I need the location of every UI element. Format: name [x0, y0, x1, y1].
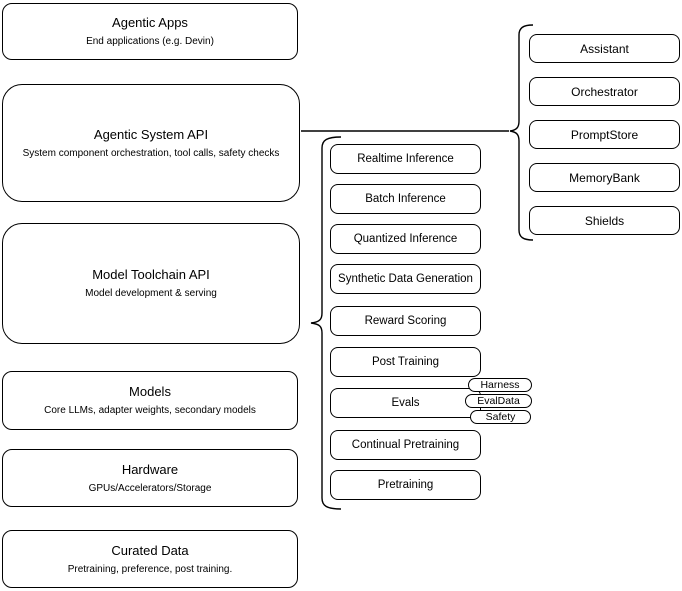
- node-promptstore: PromptStore: [529, 120, 680, 149]
- node-models: Models Core LLMs, adapter weights, secon…: [2, 371, 298, 430]
- node-label: Pretraining: [377, 479, 434, 491]
- node-title: Hardware: [121, 461, 179, 477]
- node-pretraining: Pretraining: [330, 470, 481, 500]
- node-curated-data: Curated Data Pretraining, preference, po…: [2, 530, 298, 588]
- node-agentic-apps: Agentic Apps End applications (e.g. Devi…: [2, 3, 298, 60]
- node-label: Quantized Inference: [353, 233, 458, 245]
- tag-evaldata: EvalData: [465, 394, 532, 408]
- node-model-toolchain-api: Model Toolchain API Model development & …: [2, 223, 300, 344]
- node-reward-scoring: Reward Scoring: [330, 306, 481, 336]
- tag-label: Safety: [485, 410, 516, 423]
- node-orchestrator: Orchestrator: [529, 77, 680, 106]
- node-subtitle: End applications (e.g. Devin): [86, 36, 214, 47]
- node-assistant: Assistant: [529, 34, 680, 63]
- node-memorybank: MemoryBank: [529, 163, 680, 192]
- tag-harness: Harness: [468, 378, 532, 392]
- node-label: Continual Pretraining: [351, 439, 460, 451]
- node-label: Reward Scoring: [364, 315, 447, 327]
- node-label: PromptStore: [570, 127, 639, 142]
- node-label: Realtime Inference: [357, 153, 454, 165]
- node-label: Shields: [584, 213, 625, 228]
- tag-safety: Safety: [470, 410, 531, 424]
- node-label: Post Training: [371, 356, 440, 368]
- node-subtitle: System component orchestration, tool cal…: [22, 147, 280, 159]
- node-title: Curated Data: [111, 542, 189, 558]
- node-label: Batch Inference: [365, 193, 446, 205]
- node-evals: Evals: [330, 388, 481, 418]
- node-subtitle: Pretraining, preference, post training.: [67, 563, 233, 575]
- tag-label: Harness: [480, 378, 520, 391]
- node-title: Agentic Apps: [112, 15, 188, 30]
- node-realtime-inference: Realtime Inference: [330, 144, 481, 174]
- node-shields: Shields: [529, 206, 680, 235]
- node-label: Assistant: [580, 41, 629, 56]
- node-label: Evals: [391, 397, 420, 409]
- node-label: Synthetic Data Generation: [338, 273, 473, 285]
- node-subtitle: Core LLMs, adapter weights, secondary mo…: [44, 405, 256, 416]
- node-label: MemoryBank: [569, 170, 640, 185]
- node-title: Agentic System API: [93, 126, 209, 142]
- node-title: Model Toolchain API: [92, 267, 210, 282]
- node-synthetic-data-generation: Synthetic Data Generation: [330, 264, 481, 294]
- node-label: Orchestrator: [571, 84, 638, 99]
- node-continual-pretraining: Continual Pretraining: [330, 430, 481, 460]
- node-subtitle: Model development & serving: [85, 288, 217, 299]
- node-hardware: Hardware GPUs/Accelerators/Storage: [2, 449, 298, 507]
- node-title: Models: [129, 384, 171, 399]
- node-post-training: Post Training: [330, 347, 481, 377]
- node-quantized-inference: Quantized Inference: [330, 224, 481, 254]
- node-batch-inference: Batch Inference: [330, 184, 481, 214]
- node-agentic-system-api: Agentic System API System component orch…: [2, 84, 300, 202]
- node-subtitle: GPUs/Accelerators/Storage: [88, 482, 212, 494]
- tag-label: EvalData: [477, 394, 520, 407]
